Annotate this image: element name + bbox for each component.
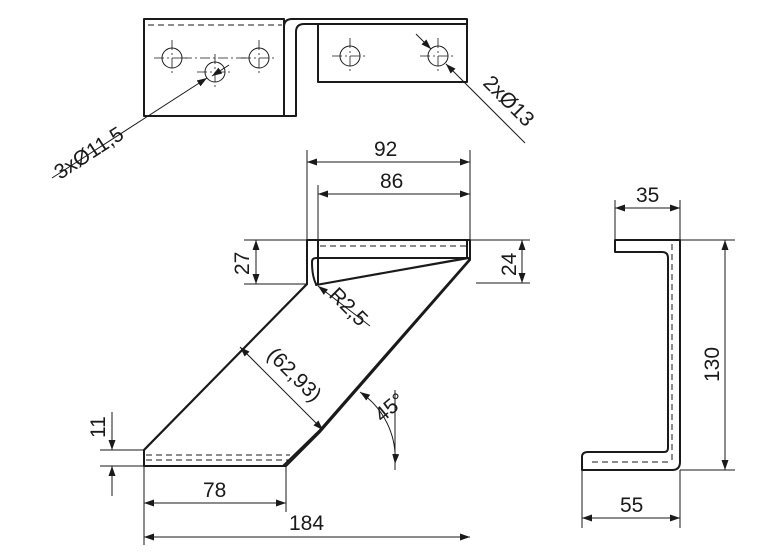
label-holes-right: 2xØ13 (478, 71, 538, 131)
label-slant: (62,93) (262, 343, 325, 406)
front-view: 92 86 27 24 R2,5 (62,93) 45° 11 (87, 138, 530, 545)
top-view-right-flange (317, 23, 468, 83)
hole-left-3 (197, 54, 233, 90)
hole-right-2 (420, 38, 456, 74)
leader-radius (317, 285, 371, 327)
label-130: 130 (701, 347, 724, 382)
leader-left-holes (51, 77, 208, 179)
label-86: 86 (380, 170, 403, 193)
dim-line-slant (239, 346, 324, 431)
label-holes-left: 3xØ11,5 (50, 123, 128, 185)
label-radius: R2,5 (324, 283, 372, 331)
label-55: 55 (620, 494, 643, 517)
side-view-outline (581, 239, 681, 471)
label-11: 11 (87, 416, 110, 438)
hole-left-2 (241, 40, 277, 76)
top-view-bend (283, 18, 468, 117)
top-view-left-flange (143, 18, 285, 117)
label-92: 92 (374, 138, 397, 161)
side-view: 35 130 55 (581, 184, 735, 528)
top-view: 3xØ11,5 2xØ13 (50, 18, 538, 185)
leader-right-holes (415, 33, 432, 50)
label-78: 78 (203, 479, 226, 502)
dim-arc-45 (359, 391, 400, 465)
label-angle: 45° (370, 389, 409, 427)
label-24: 24 (498, 252, 521, 276)
label-184: 184 (289, 512, 324, 535)
label-27: 27 (231, 252, 254, 275)
label-35: 35 (636, 184, 659, 207)
hole-right-1 (332, 38, 368, 74)
